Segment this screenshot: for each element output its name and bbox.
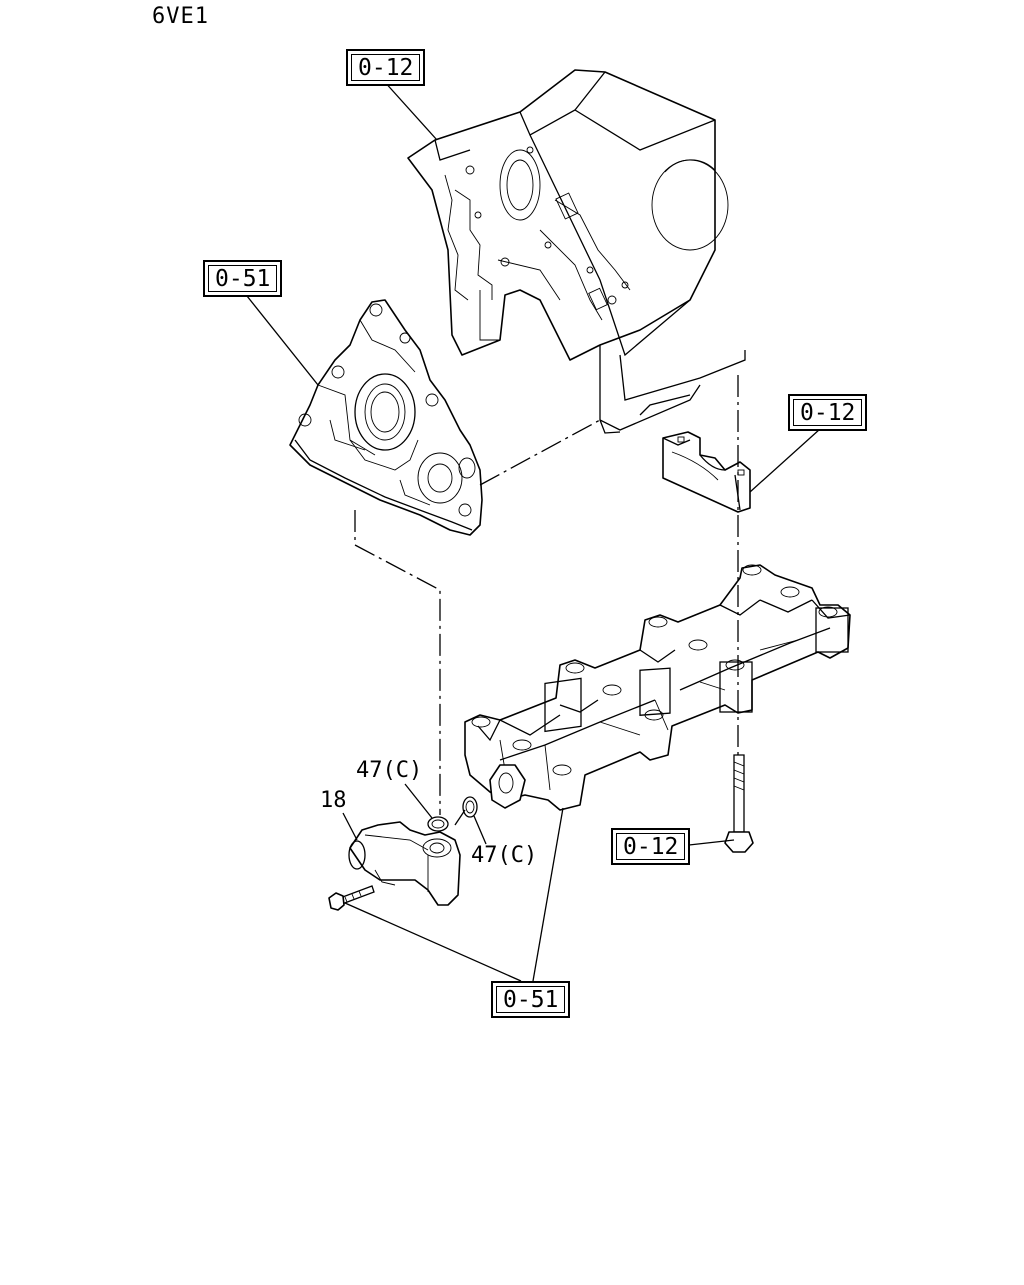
part-number-o-ring-lower: 47(C) xyxy=(471,843,538,868)
bearing-beam-drawing xyxy=(464,564,851,811)
bearing-cap-drawing xyxy=(662,431,751,513)
reference-box-oil-pump: 0-51 xyxy=(203,260,283,297)
part-number-o-ring-upper: 47(C) xyxy=(356,758,423,783)
engine-block-drawing xyxy=(407,69,746,434)
cap-bolt-drawing xyxy=(724,754,754,853)
oil-pipe-drawing xyxy=(348,821,461,906)
leader-lines xyxy=(242,79,831,982)
reference-box-cap-bolt: 0-12 xyxy=(611,828,691,865)
part-number-oil-pipe: 18 xyxy=(320,788,347,813)
pipe-bolt-drawing xyxy=(328,885,375,911)
alignment-lines xyxy=(354,375,739,826)
oil-pump-cover-drawing xyxy=(289,299,483,536)
reference-box-engine-block: 0-12 xyxy=(346,49,426,86)
o-rings-drawing xyxy=(427,796,478,832)
model-code: 6VE1 xyxy=(152,4,209,29)
reference-box-bearing-cap: 0-12 xyxy=(788,394,868,431)
reference-box-oil-strainer: 0-51 xyxy=(491,981,571,1018)
